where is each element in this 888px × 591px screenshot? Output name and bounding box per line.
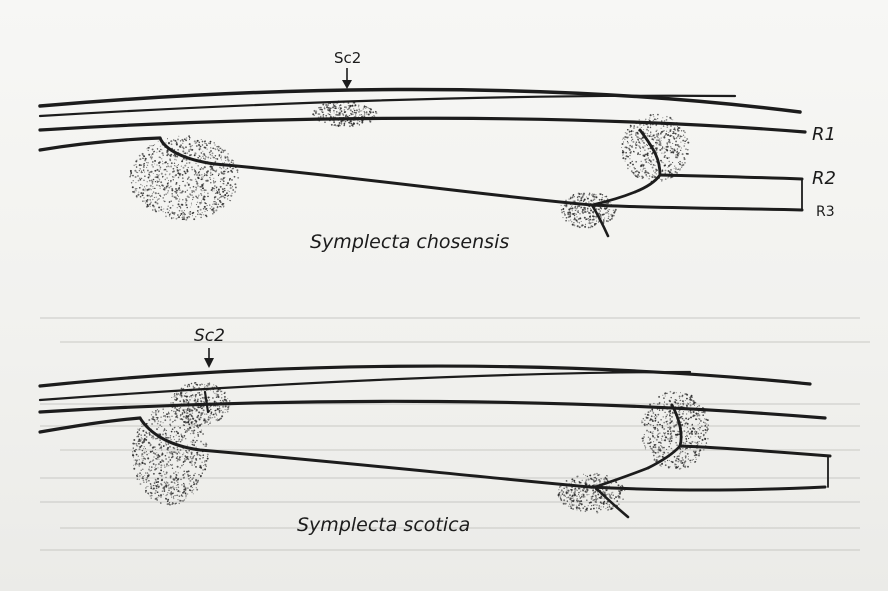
r-basal-vein-top xyxy=(160,138,802,210)
stipple-patch-sc2-top xyxy=(312,100,377,127)
r1-label: R1 xyxy=(812,124,836,145)
rs-stem-vein-top xyxy=(40,138,160,150)
costa-vein-top xyxy=(40,89,800,112)
stipple-patch-basal-bottom xyxy=(132,405,209,506)
sc2-marker-bottom: Sc2 xyxy=(194,326,225,368)
top-wing-figure: Sc2 R1 R2 R3 Symplecta chosensis xyxy=(40,49,836,253)
sc2-label-top: Sc2 xyxy=(334,49,361,67)
r-basal-vein-bottom xyxy=(140,418,825,490)
species-name-bottom: Symplecta scotica xyxy=(297,514,470,536)
stipple-patch-m-top xyxy=(561,193,617,229)
bottom-wing-figure: Sc2 Symplecta scotica xyxy=(40,326,830,536)
sc2-label-bottom: Sc2 xyxy=(194,326,225,346)
r2-vein-top xyxy=(660,175,802,179)
stipple-patch-r2-bottom xyxy=(641,391,709,470)
sc2-crossvein-bottom xyxy=(205,392,208,412)
sc2-marker-top: Sc2 xyxy=(334,49,361,89)
stipple-patch-basal-top xyxy=(129,135,239,220)
r1-vein-top xyxy=(40,118,805,132)
crossvein-to-m-top xyxy=(592,192,635,205)
r3-label: R3 xyxy=(816,204,835,220)
costa-vein-bottom xyxy=(40,366,810,386)
r2-label: R2 xyxy=(812,168,836,189)
species-name-top: Symplecta chosensis xyxy=(310,231,509,253)
